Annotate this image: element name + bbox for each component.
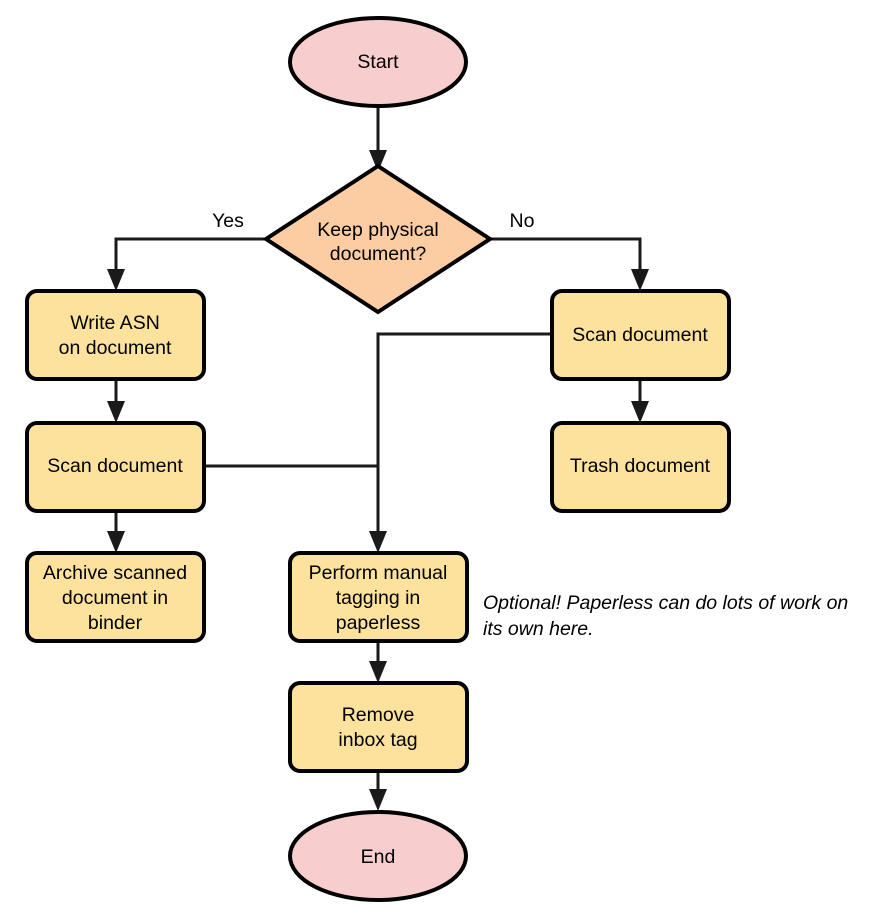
connector-scan-left-to-archive	[107, 511, 125, 553]
node-archive-scanned-document[interactable]: Archive scanned document in binder	[25, 551, 206, 643]
node-tagging-label-line1: Perform manual	[309, 562, 448, 584]
node-end-label: End	[361, 846, 396, 868]
edge-label-yes: Yes	[212, 210, 244, 232]
annotation-note-line1: Optional! Paperless can do lots of work …	[483, 592, 848, 614]
node-write-asn-on-document[interactable]: Write ASN on document	[25, 289, 206, 381]
connector-decision-no-to-scan-right	[490, 237, 649, 291]
connector-write-asn-to-scan-left	[107, 379, 125, 423]
node-scan-document-right-label: Scan document	[572, 324, 708, 346]
node-scan-document-left[interactable]: Scan document	[25, 421, 206, 513]
node-archive-label-line1: Archive scanned	[43, 562, 187, 584]
node-remove-inbox-label-line2: inbox tag	[338, 729, 417, 751]
node-remove-inbox-tag[interactable]: Remove inbox tag	[288, 681, 469, 773]
node-archive-label-line2: document in	[62, 587, 168, 609]
connector-scan-right-to-trash	[631, 379, 649, 423]
edge-label-no: No	[510, 210, 535, 232]
node-decision-label-line1: Keep physical	[317, 219, 438, 241]
connector-decision-yes-to-write-asn	[107, 237, 266, 291]
node-start[interactable]: Start	[288, 16, 468, 108]
node-remove-inbox-label-line1: Remove	[342, 704, 415, 726]
node-write-asn-label-line1: Write ASN	[70, 312, 160, 334]
connector-start-to-decision	[369, 108, 387, 172]
node-start-label: Start	[357, 51, 399, 73]
node-scan-document-right[interactable]: Scan document	[550, 289, 731, 381]
node-archive-label-line3: binder	[88, 612, 143, 634]
node-decision-keep-physical-document[interactable]: Keep physical document?	[262, 163, 494, 315]
node-trash-document-label: Trash document	[570, 455, 711, 477]
node-tagging-label-line2: tagging in	[336, 587, 421, 609]
connector-scan-right-to-tagging	[369, 332, 552, 553]
connector-tagging-to-remove-inbox	[369, 641, 387, 683]
connector-remove-inbox-to-end	[369, 771, 387, 811]
annotation-note: Optional! Paperless can do lots of work …	[483, 592, 848, 640]
node-decision-label-line2: document?	[330, 243, 427, 265]
node-scan-document-left-label: Scan document	[47, 455, 183, 477]
node-write-asn-label-line2: on document	[59, 337, 172, 359]
annotation-note-line2: its own here.	[483, 618, 594, 640]
node-end[interactable]: End	[288, 810, 468, 902]
node-trash-document[interactable]: Trash document	[550, 421, 731, 513]
node-perform-manual-tagging[interactable]: Perform manual tagging in paperless	[288, 551, 469, 643]
node-tagging-label-line3: paperless	[336, 612, 421, 634]
